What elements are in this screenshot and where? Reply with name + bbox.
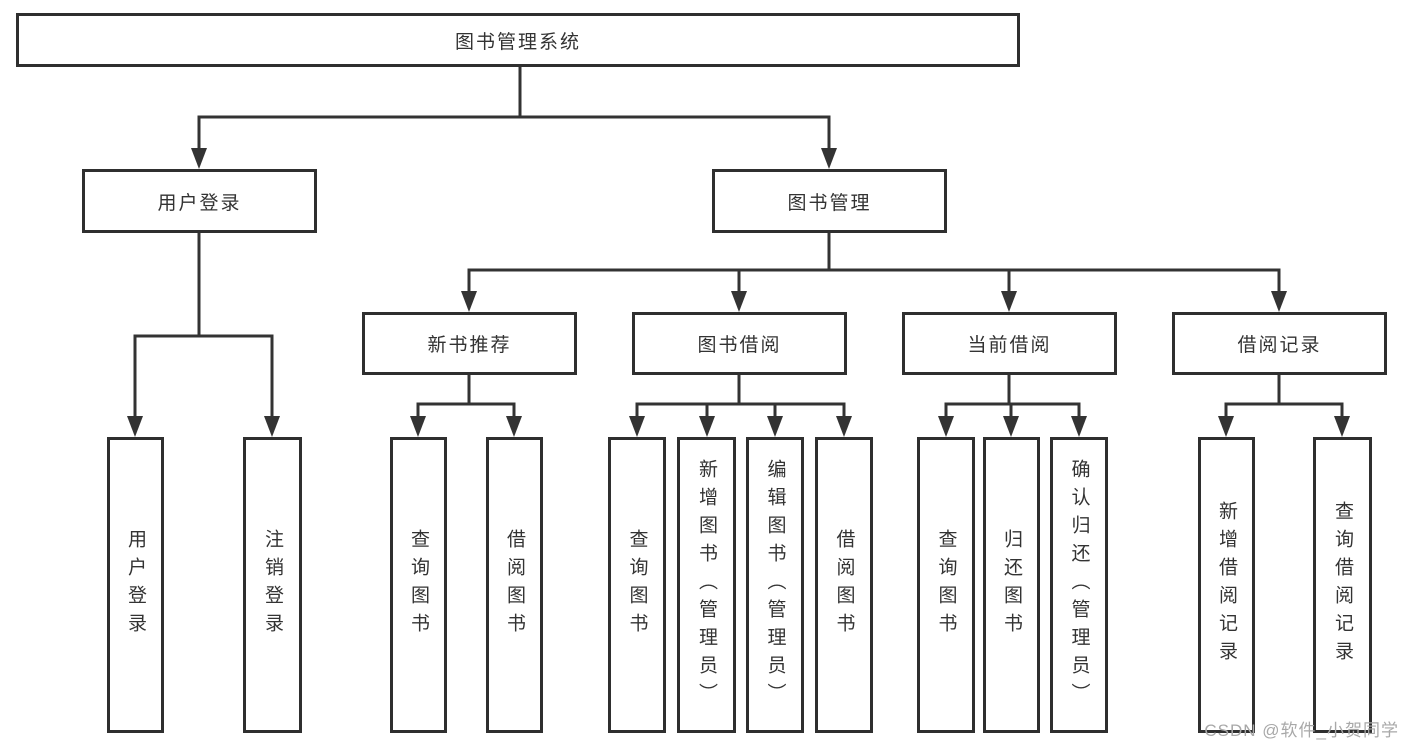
connector-new-book-recommend-to-leaves <box>410 373 522 437</box>
node-leaf-search-books-3: 查询图书 <box>917 437 975 733</box>
node-leaf-borrow-books-2: 借阅图书 <box>815 437 873 733</box>
node-leaf-borrow-books-1: 借阅图书 <box>486 437 543 733</box>
node-new-book-recommend: 新书推荐 <box>362 312 577 375</box>
node-leaf-user-login: 用户登录 <box>107 437 164 733</box>
connector-current-borrowing-to-leaves <box>938 373 1087 437</box>
connector-user-login-to-leaves <box>127 231 280 437</box>
node-leaf-search-borrow-record: 查询借阅记录 <box>1313 437 1372 733</box>
node-leaf-search-books-2: 查询图书 <box>608 437 666 733</box>
node-leaf-return-book: 归还图书 <box>983 437 1040 733</box>
node-book-borrowing: 图书借阅 <box>632 312 847 375</box>
connector-borrow-records-to-leaves <box>1218 373 1350 437</box>
node-book-management-module: 图书管理 <box>712 169 947 233</box>
node-leaf-add-borrow-record: 新增借阅记录 <box>1198 437 1255 733</box>
node-user-login-module: 用户登录 <box>82 169 317 233</box>
node-leaf-confirm-return-admin: 确认归还（管理员） <box>1050 437 1108 733</box>
connector-book-management-to-level3 <box>461 231 1287 312</box>
node-current-borrowing: 当前借阅 <box>902 312 1117 375</box>
node-leaf-logout: 注销登录 <box>243 437 302 733</box>
node-library-management-system: 图书管理系统 <box>16 13 1020 67</box>
node-leaf-add-book-admin: 新增图书（管理员） <box>677 437 736 733</box>
node-leaf-search-books-1: 查询图书 <box>390 437 447 733</box>
node-leaf-edit-book-admin: 编辑图书（管理员） <box>746 437 804 733</box>
connector-root-to-level2 <box>191 65 837 169</box>
csdn-watermark: CSDN @软件_小贺同学 <box>1204 721 1399 740</box>
node-borrow-records: 借阅记录 <box>1172 312 1387 375</box>
connector-book-borrowing-to-leaves <box>629 373 852 437</box>
